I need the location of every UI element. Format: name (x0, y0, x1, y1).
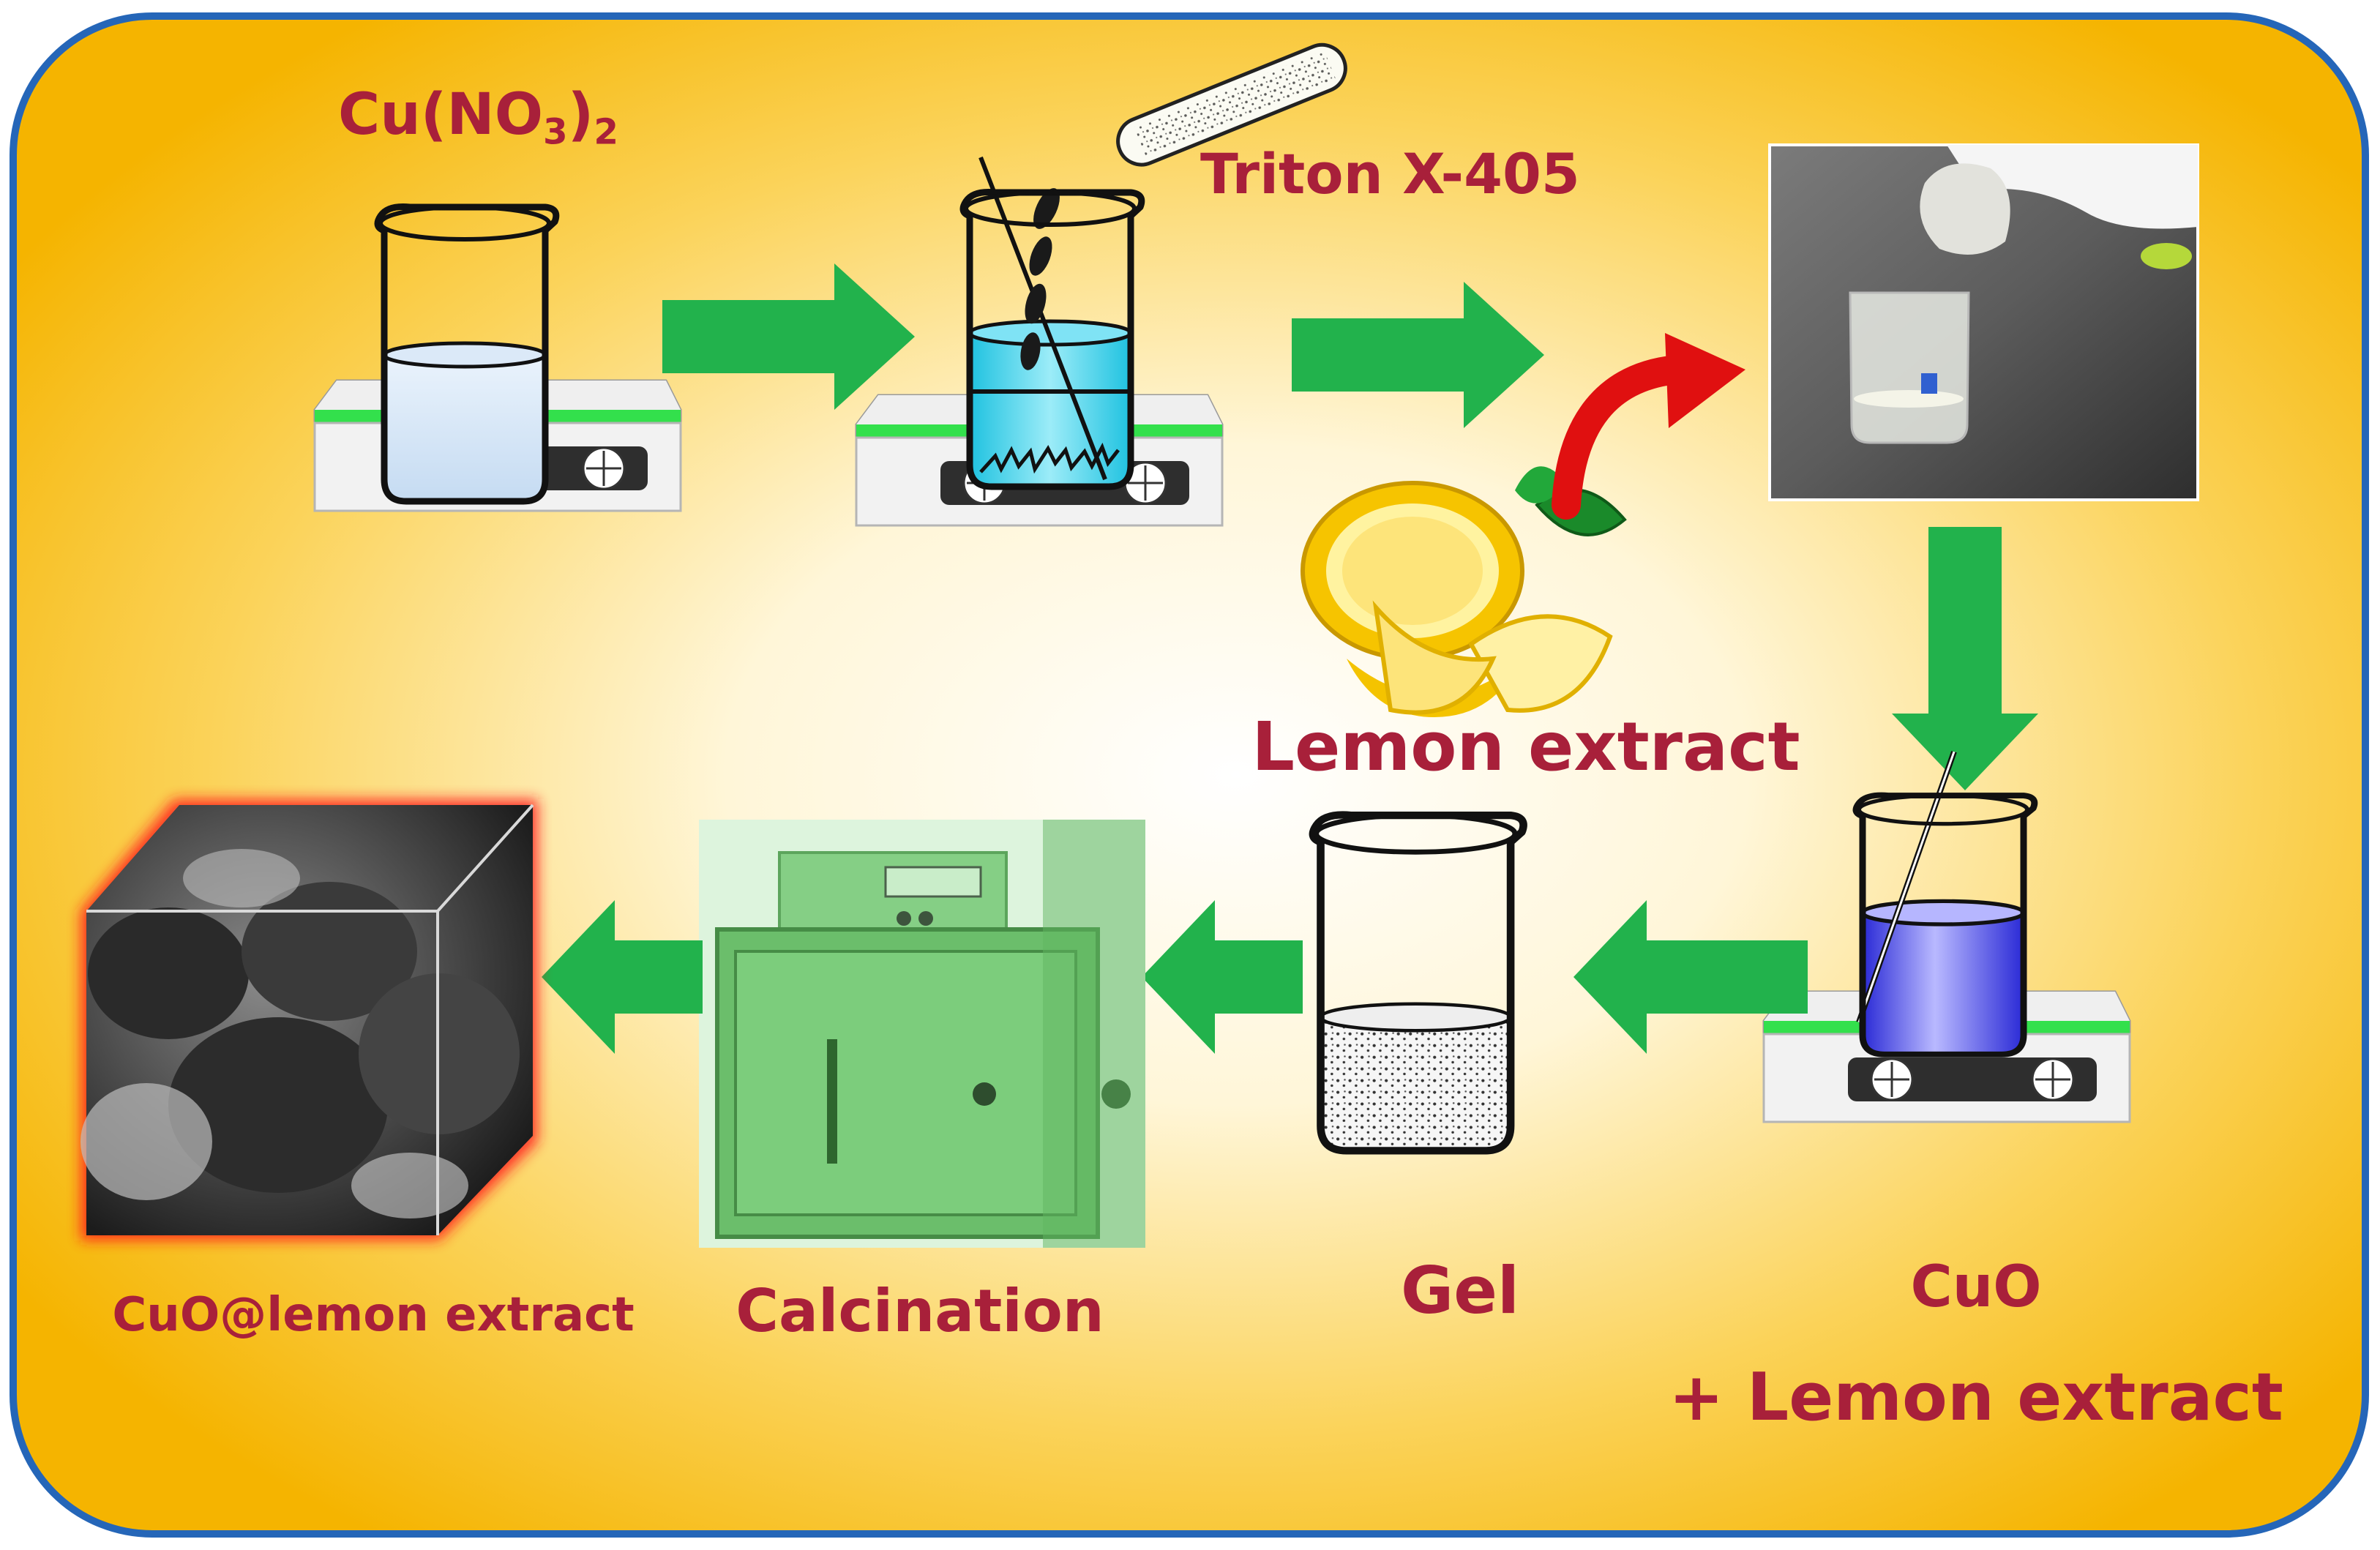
beaker-icon (963, 156, 1142, 487)
label-cuo: CuO (1910, 1254, 2042, 1320)
beaker-icon (378, 207, 556, 502)
beaker-icon (1856, 751, 2035, 1055)
furnace-icon (699, 820, 1145, 1248)
label-product: CuO@lemon extract (112, 1288, 635, 1342)
label-cu-no3-sub1: 3 (543, 111, 568, 153)
label-triton: Triton X-405 (1200, 141, 1580, 206)
label-lemon-extract: Lemon extract (1251, 708, 1800, 786)
arrow-right-1 (662, 263, 915, 410)
label-cu-no3-sub2: 2 (594, 111, 618, 153)
arrow-down (1892, 527, 2038, 790)
lemon-icon (1301, 466, 1627, 717)
tem-cube-icon (81, 799, 538, 1240)
arrow-left-2 (1142, 900, 1303, 1054)
curved-arrow-red (1552, 333, 1745, 520)
label-cu-no3-mid: ) (567, 82, 594, 148)
arrow-right-2 (1292, 282, 1544, 428)
label-calcination: Calcination (736, 1277, 1104, 1345)
lab-photo (1768, 143, 2199, 501)
beaker-icon (1313, 815, 1524, 1151)
label-cu-no3-prefix: Cu(NO (338, 82, 544, 148)
label-cu-no3: Cu(NO3)2 (338, 86, 618, 150)
arrow-left-3 (542, 900, 703, 1054)
label-gel: Gel (1400, 1253, 1520, 1328)
label-cuo-plus-lemon: + Lemon extract (1669, 1359, 2283, 1436)
arrow-left-1 (1573, 900, 1808, 1054)
test-tube-icon (1116, 42, 1347, 167)
